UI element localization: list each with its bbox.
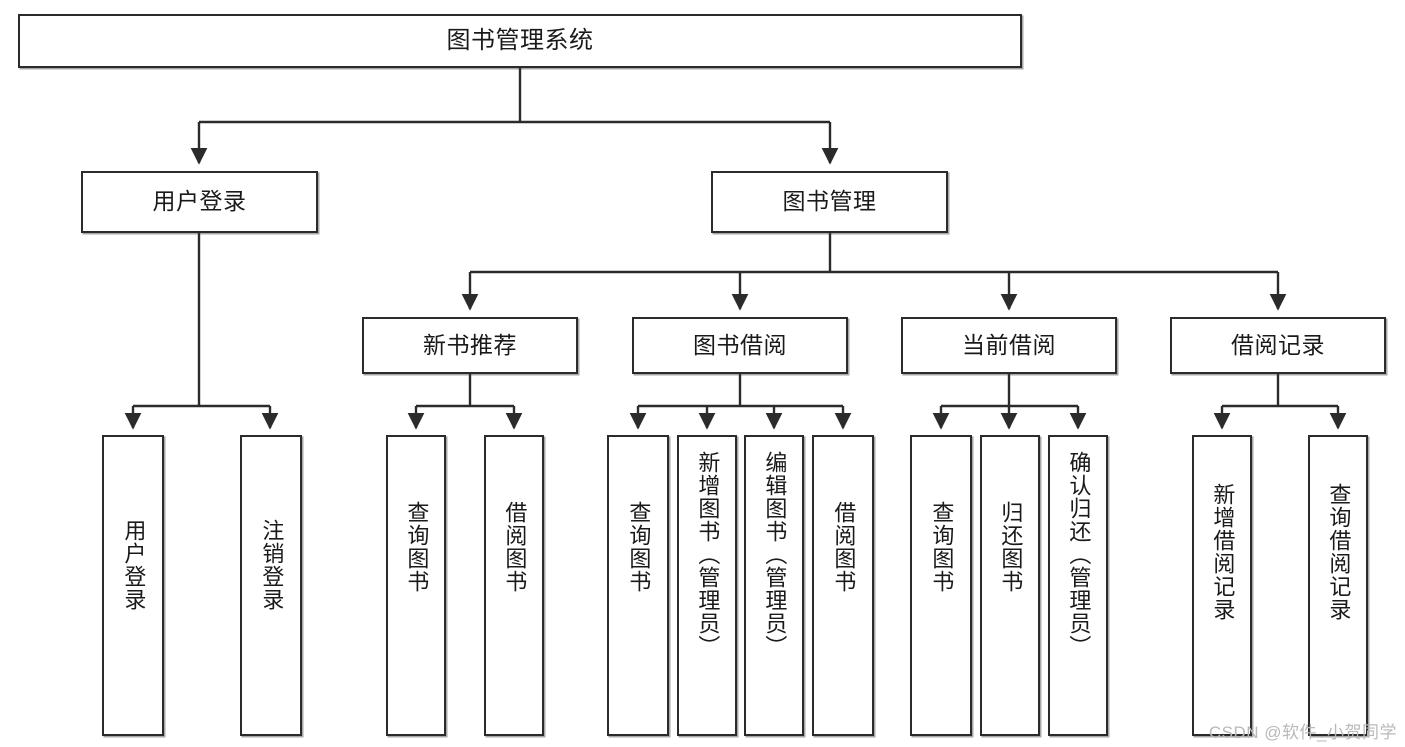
- node-book-borrow-label: 图书借阅: [693, 331, 787, 358]
- leaf-new-book-query-label: 查询图书: [404, 501, 430, 593]
- leaf-book-borrow-action[interactable]: 借阅图书: [812, 435, 874, 736]
- node-root-system-label: 图书管理系统: [446, 26, 594, 54]
- leaf-user-login-signout[interactable]: 注销登录: [240, 435, 302, 736]
- node-borrow-record-label: 借阅记录: [1231, 331, 1325, 358]
- node-current-borrow[interactable]: 当前借阅: [901, 317, 1117, 374]
- leaf-current-borrow-return-label: 归还图书: [998, 501, 1024, 593]
- leaf-book-borrow-query[interactable]: 查询图书: [607, 435, 669, 736]
- leaf-new-book-borrow-label: 借阅图书: [502, 501, 528, 593]
- node-borrow-record[interactable]: 借阅记录: [1170, 317, 1386, 374]
- node-current-borrow-label: 当前借阅: [962, 331, 1056, 358]
- csdn-watermark: CSDN @软件_小贺同学: [1208, 723, 1397, 742]
- leaf-book-add-admin[interactable]: 新增图书（管理员）: [677, 435, 737, 736]
- leaf-add-borrow-record[interactable]: 新增借阅记录: [1192, 435, 1252, 736]
- node-new-book-recommend[interactable]: 新书推荐: [362, 317, 578, 374]
- leaf-confirm-return-admin[interactable]: 确认归还（管理员）: [1048, 435, 1108, 736]
- node-book-management[interactable]: 图书管理: [711, 171, 948, 233]
- leaf-new-book-query[interactable]: 查询图书: [386, 435, 446, 736]
- leaf-confirm-return-admin-label: 确认归还（管理员）: [1066, 451, 1092, 658]
- node-new-book-recommend-label: 新书推荐: [423, 331, 517, 358]
- leaf-book-borrow-action-label: 借阅图书: [831, 501, 857, 593]
- leaf-add-borrow-record-label: 新增借阅记录: [1210, 483, 1236, 621]
- leaf-book-edit-admin-label: 编辑图书（管理员）: [762, 451, 788, 658]
- node-book-borrow[interactable]: 图书借阅: [632, 317, 848, 374]
- leaf-current-borrow-query[interactable]: 查询图书: [910, 435, 972, 736]
- leaf-book-edit-admin[interactable]: 编辑图书（管理员）: [744, 435, 804, 736]
- leaf-user-login-signin[interactable]: 用户登录: [102, 435, 164, 736]
- node-book-management-label: 图书管理: [782, 188, 877, 215]
- leaf-book-add-admin-label: 新增图书（管理员）: [695, 451, 721, 658]
- node-user-login[interactable]: 用户登录: [81, 171, 318, 233]
- leaf-current-borrow-return[interactable]: 归还图书: [980, 435, 1040, 736]
- leaf-user-login-signout-label: 注销登录: [259, 519, 285, 611]
- leaf-query-borrow-record-label: 查询借阅记录: [1326, 483, 1352, 621]
- leaf-book-borrow-query-label: 查询图书: [626, 501, 652, 593]
- node-user-login-label: 用户登录: [152, 188, 247, 215]
- leaf-new-book-borrow[interactable]: 借阅图书: [484, 435, 544, 736]
- leaf-current-borrow-query-label: 查询图书: [929, 501, 955, 593]
- leaf-query-borrow-record[interactable]: 查询借阅记录: [1308, 435, 1368, 736]
- leaf-user-login-signin-label: 用户登录: [121, 519, 147, 611]
- node-root-system[interactable]: 图书管理系统: [18, 14, 1022, 68]
